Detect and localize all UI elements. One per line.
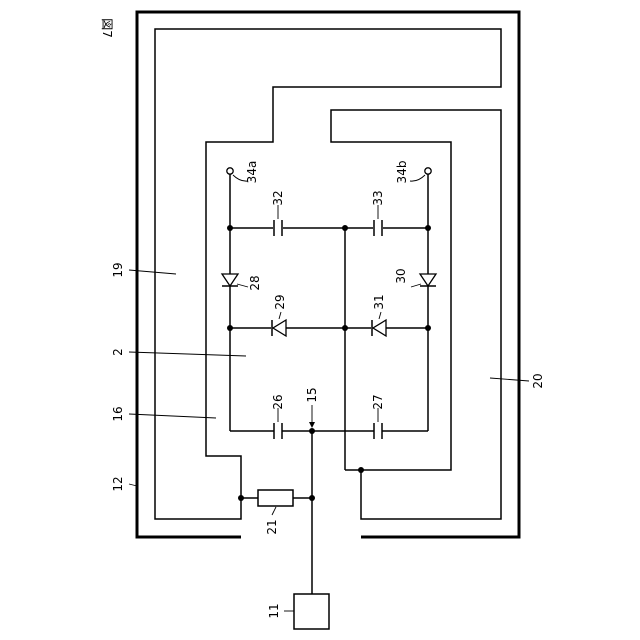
label-27: 27	[371, 394, 385, 409]
label-32: 32	[271, 190, 285, 205]
diode-31	[372, 320, 386, 336]
label-20: 20	[531, 373, 545, 388]
leader-29	[279, 312, 281, 319]
junction-dot	[358, 467, 364, 473]
capacitor-33	[374, 220, 382, 236]
junction-dot	[309, 428, 315, 434]
label-34a: 34a	[245, 161, 259, 184]
capacitor-32	[274, 220, 282, 236]
right-electrode-20	[331, 110, 501, 519]
junction-dot	[227, 225, 233, 231]
junction-dot	[309, 495, 315, 501]
leader-16	[129, 414, 216, 418]
leader-34b	[410, 175, 425, 181]
label-16: 16	[111, 406, 125, 421]
label-28: 28	[248, 275, 262, 290]
capacitor-26	[274, 423, 282, 439]
leader-21	[272, 507, 276, 515]
diode-29	[272, 320, 286, 336]
leader-28	[237, 284, 248, 287]
junction-dot	[342, 325, 348, 331]
diode-28	[222, 272, 238, 286]
label-34b: 34b	[395, 161, 409, 184]
leader-2	[129, 352, 246, 356]
terminal-34a	[227, 168, 233, 174]
leader-20	[490, 378, 529, 381]
leader-31	[379, 312, 381, 319]
junction-dot	[425, 225, 431, 231]
terminal-34b	[425, 168, 431, 174]
left-electrode-19	[155, 29, 501, 519]
capacitor-27	[374, 423, 382, 439]
leader-30	[411, 284, 421, 287]
label-30: 30	[394, 268, 408, 283]
label-2: 2	[111, 348, 125, 356]
label-29: 29	[273, 294, 287, 309]
junction-dot	[238, 495, 244, 501]
diode-30	[420, 272, 436, 286]
resistor-21	[258, 490, 293, 506]
label-26: 26	[271, 394, 285, 409]
junction-dot	[227, 325, 233, 331]
label-11: 11	[267, 603, 281, 618]
label-21: 21	[265, 519, 279, 534]
label-33: 33	[371, 190, 385, 205]
outer-case	[137, 12, 519, 537]
source-box-11	[294, 594, 329, 629]
arrowhead-15	[309, 422, 315, 428]
junction-dot	[425, 325, 431, 331]
junction-dot	[342, 225, 348, 231]
label-15: 15	[305, 387, 319, 402]
figure-label: 図7	[100, 18, 114, 38]
label-12: 12	[111, 476, 125, 491]
label-19: 19	[111, 262, 125, 277]
label-31: 31	[372, 294, 386, 309]
